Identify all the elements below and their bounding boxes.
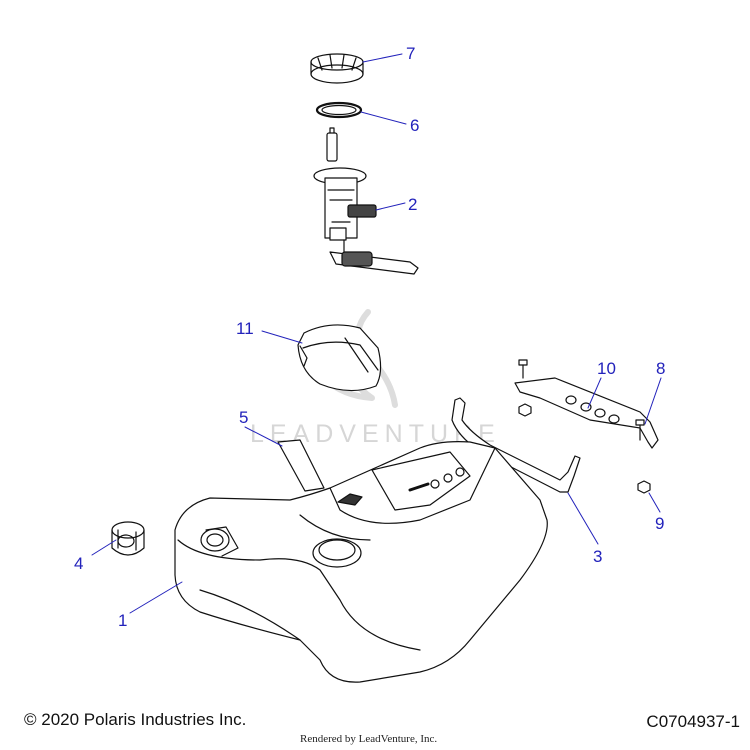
part-10-bracket — [514, 377, 659, 449]
callout-3: 3 — [567, 492, 602, 566]
part-8-bolt — [518, 359, 645, 441]
part-4-fuel-cap — [111, 521, 145, 556]
callout-9: 9 — [648, 492, 664, 533]
callout-10: 10 — [587, 359, 616, 409]
part-9-nut — [518, 403, 651, 494]
callout-8-label: 8 — [656, 359, 665, 378]
callout-1: 1 — [118, 581, 183, 630]
rendered-by-text: Rendered by LeadVenture, Inc. — [300, 733, 438, 745]
callouts: 7 6 2 11 5 10 — [74, 44, 665, 630]
callout-7: 7 — [362, 44, 415, 63]
callout-4-label: 4 — [74, 554, 83, 573]
part-5-pad — [277, 439, 325, 492]
part-7-lock-ring — [310, 53, 364, 84]
callout-9-label: 9 — [655, 514, 664, 533]
callout-4: 4 — [74, 539, 117, 573]
part-6-seal-ring — [315, 101, 363, 119]
callout-8: 8 — [644, 359, 665, 425]
part-1-fuel-tank — [174, 441, 548, 683]
callout-2-label: 2 — [408, 195, 417, 214]
callout-5: 5 — [239, 408, 283, 447]
part-11-shield — [297, 324, 382, 392]
callout-5-label: 5 — [239, 408, 248, 427]
callout-3-label: 3 — [593, 547, 602, 566]
callout-6-label: 6 — [410, 116, 419, 135]
callout-7-label: 7 — [406, 44, 415, 63]
callout-1-label: 1 — [118, 611, 127, 630]
part-2-fuel-pump — [313, 127, 419, 275]
callout-6: 6 — [360, 111, 419, 135]
copyright-text: © 2020 Polaris Industries Inc. — [24, 710, 247, 729]
callout-11-label: 11 — [236, 319, 254, 338]
callout-2: 2 — [375, 195, 417, 214]
callout-11: 11 — [236, 319, 303, 344]
diagram-code: C0704937-1 — [646, 712, 740, 731]
callout-10-label: 10 — [597, 359, 616, 378]
